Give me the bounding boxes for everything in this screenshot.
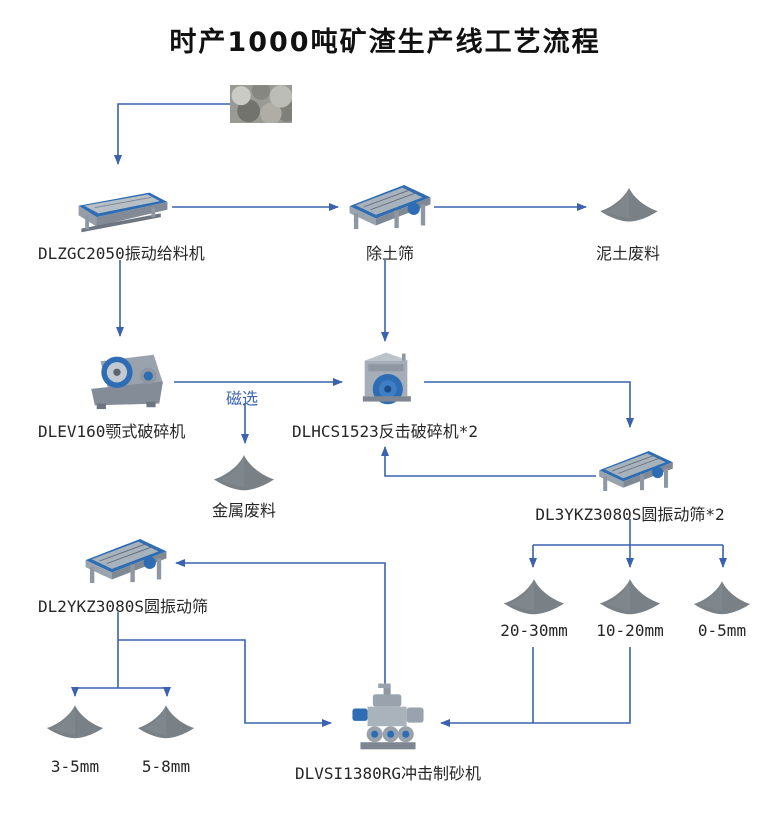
magnetic-separation-label: 磁选 [225, 389, 258, 408]
jaw-crusher-icon [82, 346, 174, 416]
circular-screen-2deck-label: DL2YKZ3080S圆振动筛 [38, 597, 208, 616]
circular-screen-3deck-label: DL3YKZ3080S圆振动筛*2 [535, 505, 725, 524]
pile-0-5-icon [692, 578, 752, 618]
circular-screen-2deck-icon [82, 533, 170, 589]
impact-crusher-label: DLHCS1523反击破碎机*2 [292, 422, 478, 441]
soil-waste-pile-icon [596, 186, 662, 224]
page-title: 时产1000吨矿渣生产线工艺流程 [169, 27, 601, 58]
pile-5-8-label: 5-8mm [141, 757, 191, 776]
vibrating-feeder-icon [75, 185, 171, 237]
soil-waste-label: 泥土废料 [595, 244, 660, 263]
pile-0-5-label: 0-5mm [697, 621, 747, 640]
feeder-label: DLZGC2050振动给料机 [38, 244, 205, 263]
pile-10-20-label: 10-20mm [596, 621, 664, 640]
metal-waste-label: 金属废料 [211, 501, 276, 520]
metal-waste-pile-icon [212, 453, 276, 493]
soil-screen-icon [346, 178, 434, 236]
sand-maker-icon [348, 683, 428, 757]
pile-3-5-icon [45, 701, 105, 743]
soil-screen-label: 除土筛 [365, 244, 414, 263]
pile-20-30-label: 20-30mm [500, 621, 568, 640]
pile-20-30-icon [502, 576, 566, 618]
jaw-crusher-label: DLEV160颚式破碎机 [38, 422, 186, 441]
pile-3-5-label: 3-5mm [50, 757, 100, 776]
pile-5-8-icon [136, 701, 196, 743]
pile-10-20-icon [598, 576, 662, 618]
circular-screen-3deck-icon [596, 443, 676, 499]
impact-crusher-icon [350, 350, 422, 414]
raw-material-image [230, 85, 292, 123]
sand-maker-label: DLVSI1380RG冲击制砂机 [295, 764, 481, 783]
